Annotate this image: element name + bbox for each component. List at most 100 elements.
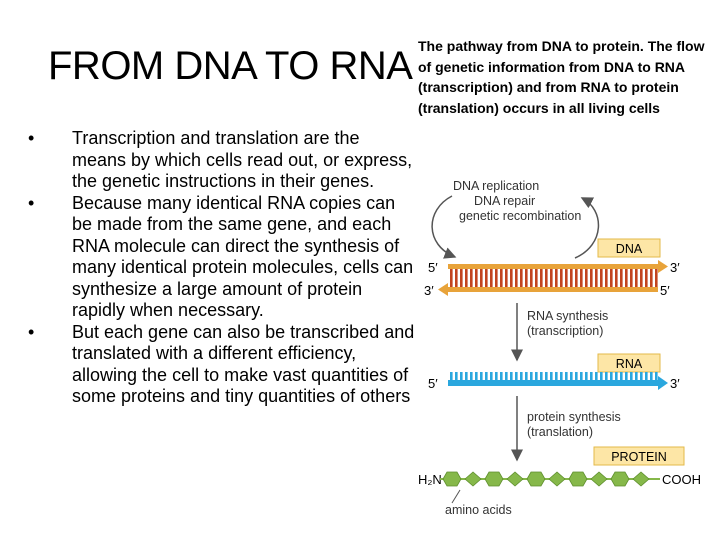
dna-tag: DNA xyxy=(616,242,643,256)
label-protein-synthesis: protein synthesis xyxy=(527,410,621,424)
amino-acid xyxy=(506,471,524,487)
label-transcription: (transcription) xyxy=(527,324,603,338)
rna-base xyxy=(525,372,528,381)
rna-base xyxy=(630,372,633,381)
amino-acid xyxy=(548,471,566,487)
rna-3prime: 3′ xyxy=(670,376,680,391)
dna-base-pair xyxy=(555,269,558,287)
label-dna-repair: DNA repair xyxy=(474,194,535,208)
rna-base xyxy=(500,372,503,381)
dna-base-pair xyxy=(625,269,628,287)
rna-base xyxy=(635,372,638,381)
rna-base xyxy=(575,372,578,381)
protein-tag-box xyxy=(593,446,685,466)
rna-base xyxy=(510,372,513,381)
dna-base-pair xyxy=(645,269,648,287)
dna-top-3prime: 3′ xyxy=(670,260,680,275)
dna-base-pair xyxy=(600,269,603,287)
amino-acid xyxy=(568,471,588,487)
label-translation: (translation) xyxy=(527,425,593,439)
replication-arrow-left xyxy=(431,195,457,259)
rna-base xyxy=(475,372,478,381)
dna-base-pair xyxy=(465,269,468,287)
rna-base xyxy=(655,372,658,381)
c-terminus: COOH xyxy=(662,472,701,487)
rna-base xyxy=(580,372,583,381)
rna-tag-box xyxy=(597,353,661,373)
rna-base xyxy=(560,372,563,381)
dna-base-pair xyxy=(475,269,478,287)
rna-bases xyxy=(450,372,658,381)
dna-bottom-5prime: 5′ xyxy=(660,283,670,298)
amino-acid-pointer xyxy=(451,489,461,504)
dna-tag-box xyxy=(597,238,661,258)
rna-base xyxy=(620,372,623,381)
dna-base-pairs xyxy=(450,269,658,287)
dna-base-pair xyxy=(550,269,553,287)
dna-base-pair xyxy=(615,269,618,287)
rna-base xyxy=(610,372,613,381)
dna-base-pair xyxy=(480,269,483,287)
rna-base xyxy=(645,372,648,381)
bullet-item: But each gene can also be transcribed an… xyxy=(28,322,416,408)
rna-base xyxy=(470,372,473,381)
rna-base xyxy=(530,372,533,381)
dna-base-pair xyxy=(595,269,598,287)
rna-base xyxy=(650,372,653,381)
rna-base xyxy=(590,372,593,381)
dna-base-pair xyxy=(500,269,503,287)
dna-base-pair xyxy=(560,269,563,287)
dna-top-strand xyxy=(448,264,658,269)
rna-base xyxy=(495,372,498,381)
dna-base-pair xyxy=(635,269,638,287)
rna-base xyxy=(585,372,588,381)
rna-base xyxy=(545,372,548,381)
rna-base xyxy=(485,372,488,381)
rna-strand xyxy=(448,380,658,386)
dna-base-pair xyxy=(545,269,548,287)
dna-base-pair xyxy=(585,269,588,287)
rna-arrowhead xyxy=(658,376,668,390)
dna-base-pair xyxy=(630,269,633,287)
dna-base-pair xyxy=(540,269,543,287)
protein-chain xyxy=(440,471,660,487)
label-genetic-recombination: genetic recombination xyxy=(459,209,581,223)
dna-base-pair xyxy=(590,269,593,287)
rna-base xyxy=(455,372,458,381)
rna-base xyxy=(480,372,483,381)
dna-base-pair xyxy=(470,269,473,287)
rna-base xyxy=(595,372,598,381)
dna-base-pair xyxy=(655,269,658,287)
rna-base xyxy=(640,372,643,381)
dna-top-arrowhead xyxy=(658,260,668,273)
dna-base-pair xyxy=(460,269,463,287)
rna-base xyxy=(570,372,573,381)
label-amino-acids: amino acids xyxy=(445,503,512,517)
protein-tag: PROTEIN xyxy=(611,450,667,464)
dna-base-pair xyxy=(580,269,583,287)
bullet-item: Because many identical RNA copies can be… xyxy=(28,193,416,322)
dna-base-pair xyxy=(520,269,523,287)
dna-bottom-3prime: 3′ xyxy=(424,283,434,298)
dna-base-pair xyxy=(450,269,453,287)
dna-base-pair xyxy=(535,269,538,287)
n-terminus: H₂N xyxy=(418,472,442,487)
rna-5prime: 5′ xyxy=(428,376,438,391)
dna-bottom-strand xyxy=(448,287,658,292)
rna-base xyxy=(605,372,608,381)
rna-base xyxy=(555,372,558,381)
slide-title: FROM DNA TO RNA xyxy=(48,44,413,88)
dna-base-pair xyxy=(455,269,458,287)
amino-acid xyxy=(464,471,482,487)
rna-base xyxy=(625,372,628,381)
dna-bottom-arrowhead xyxy=(438,283,448,296)
rna-base xyxy=(615,372,618,381)
dna-top-5prime: 5′ xyxy=(428,260,438,275)
rna-base xyxy=(600,372,603,381)
dna-base-pair xyxy=(495,269,498,287)
amino-acid xyxy=(526,471,546,487)
label-rna-synthesis: RNA synthesis xyxy=(527,309,608,323)
amino-acid xyxy=(590,471,608,487)
bullet-item: Transcription and translation are the me… xyxy=(28,128,416,193)
